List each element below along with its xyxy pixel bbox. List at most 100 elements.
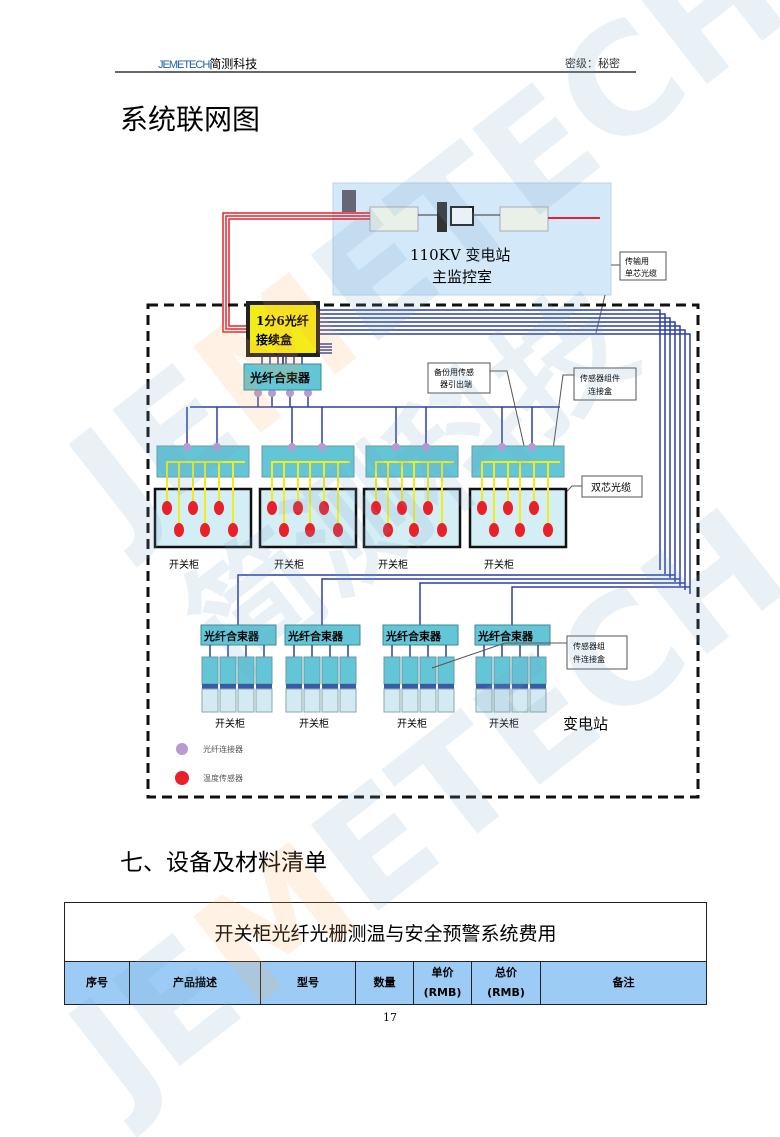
callout-text: 传输用 [625, 256, 649, 266]
sensor-module [237, 656, 255, 685]
switchgear-cabinet: 开关柜 [362, 407, 462, 571]
switchgear-label: 开关柜 [489, 717, 519, 730]
cabinet-body [153, 487, 253, 549]
computer-tower-icon [437, 202, 447, 232]
temperature-sensor [333, 523, 343, 537]
legend-label: 光纤连接器 [203, 744, 243, 754]
sensor-module [475, 656, 493, 685]
sensor-module [201, 656, 219, 685]
switchgear-cabinet: 开关柜 [468, 407, 568, 571]
red-cable [222, 212, 370, 333]
module-base [219, 688, 237, 713]
callout-text: 器引出端 [440, 379, 472, 389]
module-connector [286, 684, 302, 689]
sensor-module [255, 656, 273, 685]
temperature-sensor [319, 501, 329, 515]
page-number: 17 [383, 1011, 397, 1024]
header-divider [115, 71, 636, 73]
sensor-module [303, 656, 321, 685]
logo-brand: JEMETECH [158, 59, 210, 71]
callout-text: 双芯光缆 [591, 481, 631, 494]
module-base [529, 688, 547, 713]
fiber-connector [288, 443, 296, 451]
module-connector [512, 684, 528, 689]
temperature-sensor [409, 523, 419, 537]
unit-price-label: 单价 [431, 966, 454, 979]
col-quantity: 数量 [355, 961, 414, 1005]
temperature-sensor [423, 501, 433, 515]
module-connector [322, 684, 338, 689]
module-base [419, 688, 437, 713]
module-base [401, 688, 419, 713]
module-connector [340, 684, 356, 689]
col-total-price: 总价(RMB) [471, 961, 541, 1005]
temperature-sensor [503, 501, 513, 515]
fiber-line [320, 309, 661, 570]
secrecy-level: 密级：秘密 [565, 57, 620, 70]
module-base [285, 688, 303, 713]
fiber-connector [318, 443, 326, 451]
control-room-box [332, 182, 612, 296]
control-room-label: 主监控室 [432, 268, 492, 286]
fiber-line [511, 586, 690, 625]
module-connector [256, 684, 272, 689]
col-model: 型号 [260, 961, 356, 1005]
temperature-sensor [477, 501, 487, 515]
module-connector [384, 684, 400, 689]
splice-box-label: 接续盒 [256, 332, 293, 347]
fiber-connector [286, 389, 294, 397]
splice-box [250, 305, 316, 353]
header-logo: JEMETECH简测科技 [158, 55, 257, 72]
backup-callout [427, 362, 491, 394]
fiber-connector [213, 443, 221, 451]
module-base [255, 688, 273, 713]
cabinet-body [258, 487, 358, 549]
combiner-label: 光纤合束器 [385, 629, 442, 643]
fiber-trunks [190, 309, 691, 625]
switchgear-label: 开关柜 [169, 558, 199, 571]
module-connector [202, 684, 218, 689]
temperature-sensor [214, 501, 224, 515]
temperature-sensor [279, 523, 289, 537]
col-unit-price: 单价(RMB) [413, 961, 472, 1005]
module-connector [438, 684, 454, 689]
col-remarks: 备注 [540, 961, 707, 1005]
fiber-line [320, 333, 691, 594]
module-connector [530, 684, 546, 689]
temperature-sensor [371, 501, 381, 515]
fiber-line [320, 317, 671, 578]
fiber-line [237, 574, 675, 625]
module-base [339, 688, 357, 713]
temperature-sensor [228, 523, 238, 537]
host-device-icon [499, 206, 549, 232]
callout-text: 传感器组件 [580, 373, 620, 383]
switchgear-label: 开关柜 [215, 717, 245, 730]
sensor-module [219, 656, 237, 685]
switchgear-label: 开关柜 [378, 558, 408, 571]
cost-table: 开关柜光纤光栅测温与安全预警系统费用 序号 产品描述 型号 数量 单价(RMB)… [64, 902, 707, 1005]
cabinet-body [362, 487, 462, 549]
cabinet-body [468, 487, 568, 549]
module-connector [494, 684, 510, 689]
sensor-module [511, 656, 529, 685]
network-diagram: 110KV 变电站 主监控室 传输用 单芯光缆 1分6光纤 接续盒 光纤合束器 … [146, 182, 700, 799]
combiner-label: 光纤合束器 [249, 370, 311, 385]
switchgear-label: 开关柜 [397, 717, 427, 730]
switchgear-label: 开关柜 [299, 717, 329, 730]
module-base [237, 688, 255, 713]
combiner-label: 光纤合束器 [477, 629, 534, 643]
switchgear-label: 开关柜 [484, 558, 514, 571]
fiber-connector [183, 443, 191, 451]
table-header-row: 序号 产品描述 型号 数量 单价(RMB) 总价(RMB) 备注 [64, 961, 707, 1005]
sensor-module [493, 656, 511, 685]
temperature-sensor [174, 523, 184, 537]
callout-text: 传感器组 [573, 641, 605, 651]
combiner-label: 光纤合束器 [287, 629, 344, 643]
sensor-module [401, 656, 419, 685]
temperature-sensor [162, 501, 172, 515]
total-price-label: 总价 [495, 966, 517, 979]
combiner-label: 光纤合束器 [203, 629, 260, 643]
substation-boundary [146, 303, 700, 799]
fiber-line [320, 329, 686, 590]
